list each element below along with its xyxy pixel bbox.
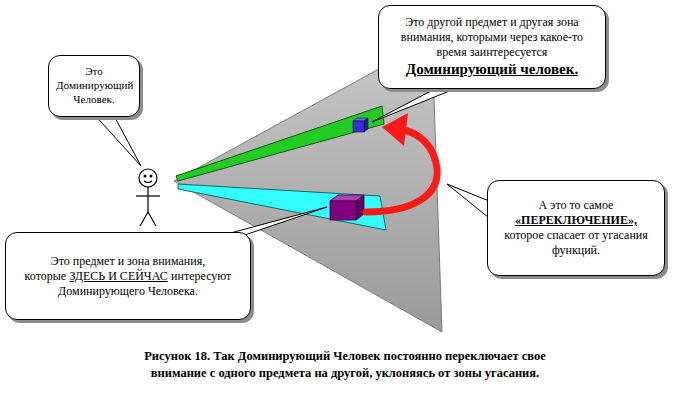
- person-callout: Это Доминирующий Человек.: [48, 55, 140, 117]
- callout-text: Это предмет и зона внимания, которыеЗДЕС…: [13, 254, 243, 299]
- callout-text: Это Доминирующий Человек.: [56, 65, 132, 107]
- switch-arrowhead: [382, 113, 408, 146]
- current-object-callout: Это предмет и зона внимания, которыеЗДЕС…: [5, 232, 251, 320]
- callout-text-line: Доминирующий человек.: [386, 60, 598, 79]
- switch-callout: А это то самое«ПЕРЕКЛЮЧЕНИЕ»,которое спа…: [487, 180, 665, 276]
- dominant-person-figure: [136, 169, 160, 226]
- figure-caption: Рисунок 18. Так Доминирующий Человек пос…: [120, 348, 570, 382]
- callout-text: А это то самое«ПЕРЕКЛЮЧЕНИЕ»,которое спа…: [495, 198, 657, 258]
- current-attention-beam: [178, 184, 386, 230]
- future-object-cube: [353, 118, 368, 132]
- current-object-cube: [330, 195, 364, 220]
- callout-text-line: А это то самое: [495, 198, 657, 213]
- callout-text-line: ЗДЕСЬ И СЕЙЧАС: [70, 269, 168, 283]
- callout-text-line: «ПЕРЕКЛЮЧЕНИЕ»,: [495, 213, 657, 228]
- callout-text-line: Это другой предмет и другая зона внимани…: [386, 15, 598, 60]
- next-object-callout: Это другой предмет и другая зона внимани…: [378, 5, 606, 89]
- future-attention-beam: [176, 106, 384, 181]
- callout-tails: [92, 82, 494, 238]
- callout-text: Это другой предмет и другая зона внимани…: [386, 15, 598, 79]
- callout-text-line: Это Доминирующий Человек.: [56, 65, 132, 107]
- callout-text-line: которое спасает от угасания функций.: [495, 228, 657, 258]
